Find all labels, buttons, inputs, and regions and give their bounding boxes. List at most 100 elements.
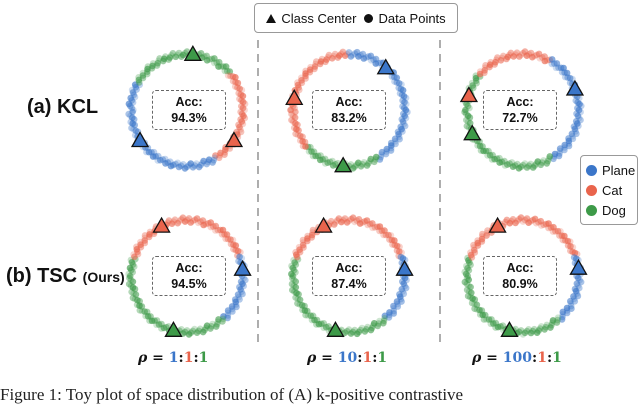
data-point [496,159,503,166]
data-point [193,329,201,337]
data-point [473,306,481,313]
ratio-cat: 1 [183,350,194,366]
data-point [383,145,391,153]
dot-icon [364,13,374,23]
data-point [290,276,298,284]
class-center-triangle [314,216,333,233]
data-point [574,120,581,127]
data-point [473,301,481,309]
data-point [187,219,194,226]
data-point [203,57,211,64]
data-point [148,317,156,325]
class-center-triangle [459,86,479,103]
data-point [232,242,240,249]
data-point [367,326,375,334]
data-point [472,74,480,82]
data-point [224,309,232,317]
class-center-triangle [334,156,353,173]
data-point [338,218,345,226]
data-point [563,304,571,312]
ratio-dog: 1 [377,350,388,366]
data-point [316,156,324,164]
data-point [506,219,514,227]
data-point [372,60,380,67]
data-point [126,274,133,282]
data-point [535,50,543,58]
legend-item-label: Dog [602,202,626,218]
rho-symbol: ρ [472,350,482,366]
class-center-triangle [326,321,345,337]
data-point [468,289,475,297]
acc-value: 94.5% [171,277,207,291]
row-label-text: (b) TSC [6,265,78,287]
data-point [515,165,523,172]
data-point [567,297,574,305]
data-point [395,130,402,138]
acc-box-r0-c1: Acc: 83.2% [312,90,386,130]
ratio-label-2: ρ = 10:1:1 [307,350,388,366]
data-point [236,85,243,92]
data-point [559,236,567,244]
data-point [128,259,136,266]
data-point [133,246,141,253]
data-point [205,156,213,163]
acc-box-r0-c2: Acc: 72.7% [483,90,557,130]
data-point [575,106,583,114]
legend-data-points: Data Points [364,11,446,26]
data-point [494,323,502,331]
data-point [549,317,557,324]
class-center-triangle [565,79,585,96]
data-point [463,274,471,282]
data-point [129,284,137,291]
data-point [381,227,388,234]
data-point [504,53,512,61]
data-point [361,328,369,335]
data-point [395,80,403,87]
data-point [234,291,242,298]
data-point [144,313,152,320]
rho-symbol: ρ [138,350,148,366]
data-point [559,311,566,318]
data-point [288,270,295,278]
legend-center-label: Class Center [281,10,357,26]
data-point [567,300,575,307]
class-center-triangle [395,259,414,276]
data-point [483,232,490,239]
class-center-triangle [224,131,244,148]
data-point [222,63,230,70]
embedding-ring [285,48,411,173]
data-point [569,75,576,83]
data-point [491,155,498,163]
data-point [399,118,407,125]
data-point [553,60,561,67]
acc-value: 80.9% [502,277,538,291]
class-center-triangle [463,124,482,141]
data-point [391,237,398,244]
data-point [162,160,169,167]
data-point [200,157,207,165]
data-point [386,309,393,316]
acc-title: Acc: [506,261,534,275]
data-point [341,52,349,59]
data-point [207,219,215,226]
data-point [234,247,242,255]
data-point [476,142,484,150]
data-point [400,93,408,100]
data-point [476,70,484,78]
data-point [463,100,470,108]
data-point [236,253,243,261]
figure-caption: Figure 1: Toy plot of space distribution… [0,385,464,404]
data-point [292,120,299,127]
data-point [227,236,234,243]
data-point [237,286,244,293]
data-point [479,311,487,319]
acc-box-r1-c1: Acc: 87.4% [312,256,386,296]
data-point [336,52,343,59]
data-point [203,322,211,330]
data-point [558,68,566,76]
data-point [510,53,517,60]
data-point [541,326,548,333]
data-point [160,324,168,332]
data-point [292,284,300,291]
data-point [401,98,408,106]
